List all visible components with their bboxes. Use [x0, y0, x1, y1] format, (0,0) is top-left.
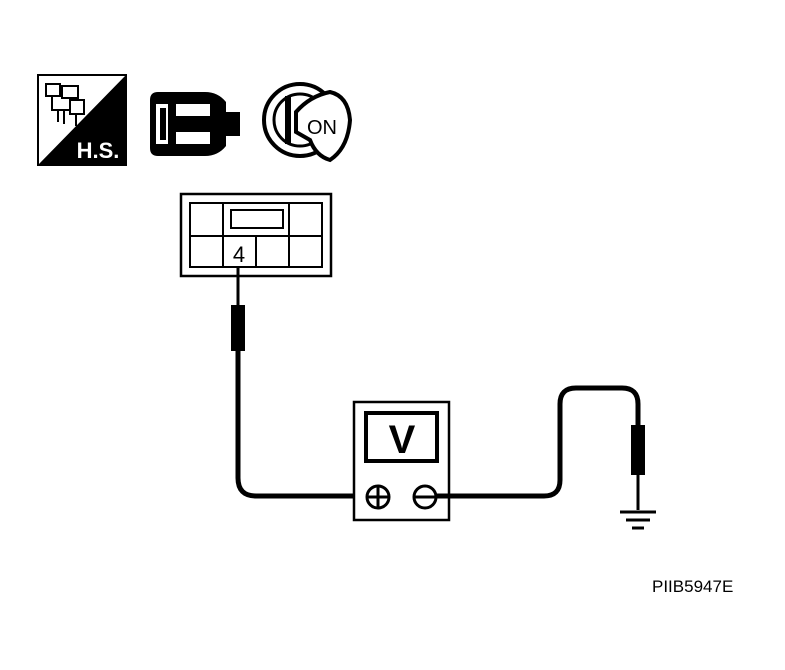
figure-code: PIIB5947E — [652, 577, 734, 596]
meter-mode-label: V — [389, 418, 416, 462]
ignition-label: ON — [307, 117, 337, 139]
harness-connector-icon: H.S. — [37, 74, 127, 166]
voltmeter: V — [352, 400, 451, 522]
harness-label: H.S. — [77, 138, 120, 163]
negative-probe-lead — [436, 385, 645, 510]
connector-face: 4 — [179, 192, 333, 278]
positive-terminal — [365, 484, 391, 510]
connector-icon — [150, 92, 240, 156]
positive-probe-lead — [231, 268, 366, 499]
ground-icon — [620, 510, 656, 530]
terminal-label: 4 — [233, 242, 245, 267]
negative-terminal — [412, 484, 438, 510]
ignition-key-icon: ON — [262, 82, 353, 163]
